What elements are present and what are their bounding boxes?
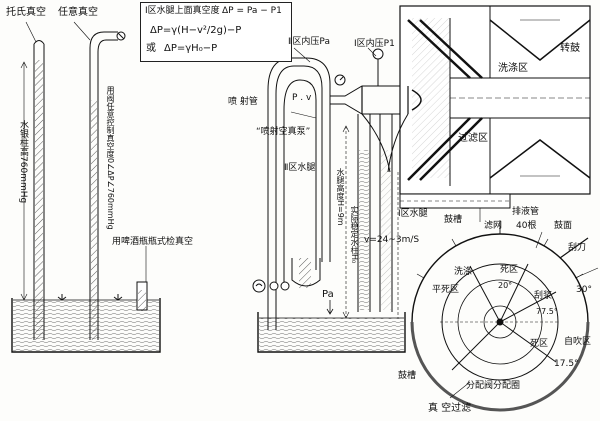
dead-zone-top-label: 死区 [500,265,519,275]
zone2-water-leg-label: Ⅱ区水腿 [284,163,316,173]
filter-screen-label: 滤网 [484,221,503,231]
drum-label: 转鼓 [560,43,580,54]
filter-zone-label: 过滤区 [458,133,488,144]
bottle-gauge-label: 用啤酒瓶瓶式检真空 [112,237,194,247]
flow-speed-label: v=24~3m/S [364,235,420,245]
water-leg-height-label: 水腿高度H=9m [336,168,345,226]
dead-zone-bottom-label: 死区 [530,339,549,349]
drain-pipe-label: 排液管 [512,207,540,217]
angle-77-5-label: 77.5° [536,307,558,316]
flat-dead-zone-label: 平死区 [432,285,460,295]
any-vacuum-label: 任意真空 [58,7,98,18]
drum-trough-bottom-label: 鼓槽 [398,371,417,381]
distributor-label: 分配阀分配圈 [466,381,521,391]
jet-pump-label: “喷射空真泵” [256,127,311,137]
torricelli-label: 托氏真空 [6,7,46,18]
formula-line-2: ΔP=γ(H−v²/2g)−P [150,25,242,36]
siphon-system [252,47,408,353]
washing-zone-label: 洗涤区 [498,63,528,74]
self-blow-zone-label: 自吹区 [564,337,592,347]
formula-box [140,2,292,62]
jet-pipe-label: 喷 射管 [228,97,258,107]
zone1-water-leg-label: Ⅰ区水腿 [398,209,428,219]
formula-title: Ⅰ区水腿上面真空度 [145,6,220,16]
valve-vacuum-label: 用阀任意控制真空度0∠ΔP∠760mmHg [106,86,115,230]
angle-30-label: 30° [576,285,592,295]
actual-column-label: 实际稳定水柱H₀ [350,206,359,264]
scrape-slurry-label: 刮浆 [534,291,553,301]
drum-trough-top-label: 鼓槽 [444,215,463,225]
mercury-column-label: 水银柱高760mmHg [18,120,28,204]
formula-line-3: ΔP=γH₀−P [164,43,218,54]
scraper-label: 刮刀 [568,243,587,253]
pv-label: P . v [292,93,312,103]
vacuum-filter-caption: 真 空过滤 [428,403,472,414]
formula-or: 或 [146,43,156,54]
angle-17-5-label: 17.5° [554,359,579,369]
zone1-pressure-label: Ⅰ区内压P1 [354,39,395,49]
pa-label: Pa [322,289,334,300]
drum-section [361,5,591,222]
mercury-experiment [11,21,161,353]
angle-20-label: 20° [498,281,513,290]
distributor-circle [410,220,599,412]
drum-face-label: 鼓面 [554,221,573,231]
drain-pipe-count-label: 40根 [516,221,537,231]
wash-label: 洗涤 [454,267,473,277]
formula-title-expr: ΔP = Pa − P1 [222,6,282,16]
zone2-pressure-label: Ⅱ区内压Pa [288,37,330,47]
